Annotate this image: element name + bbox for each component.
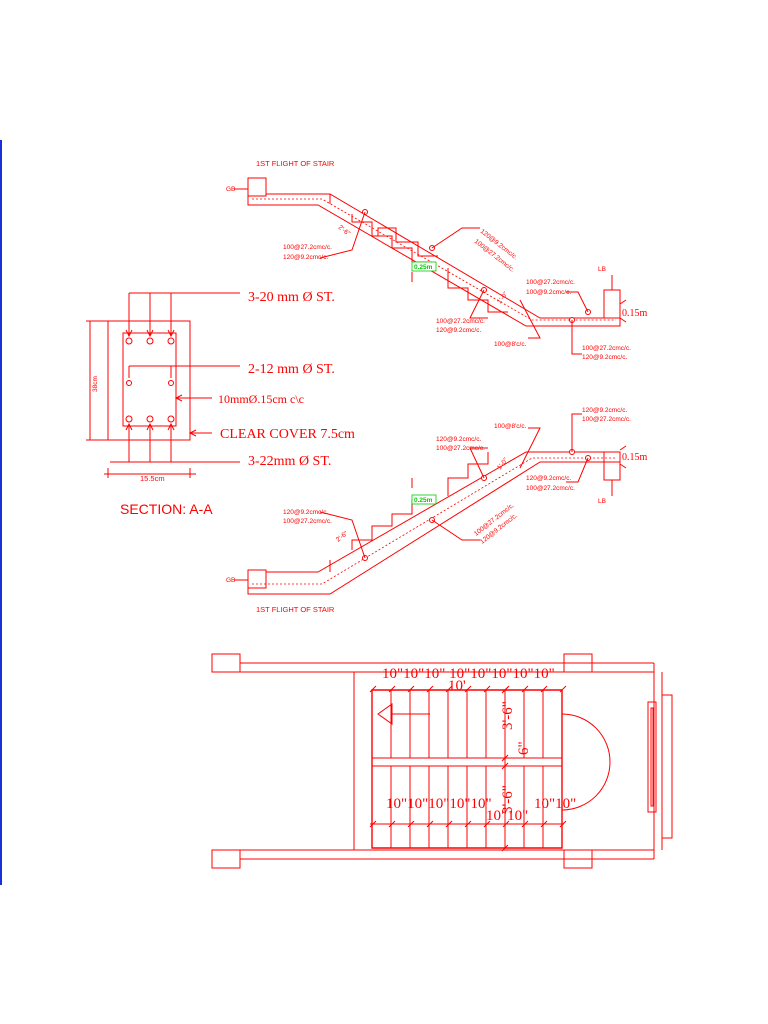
handrail: [371, 757, 563, 767]
top-bar-arrows: [125, 329, 175, 338]
svg-text:100@9.2cmc/c.: 100@9.2cmc/c.: [526, 289, 571, 296]
svg-text:120@9.2cmc/c.: 120@9.2cmc/c.: [582, 354, 627, 361]
svg-text:100@27.2cmc/c.: 100@27.2cmc/c.: [582, 416, 631, 423]
lb-label: LB: [598, 266, 606, 273]
lb-beam: [603, 451, 621, 481]
stair-plan: 10"10"10" 10"10"10"10"10" 10' 3'-6" 6" 3…: [211, 653, 673, 869]
side-bar: [168, 380, 174, 386]
top-bar: [167, 337, 175, 345]
svg-text:1'-0": 1'-0": [496, 290, 510, 305]
section-depth: 38cm: [92, 376, 99, 392]
svg-text:1'-0": 1'-0": [496, 456, 510, 471]
upper-width-dim: 3'-6": [500, 701, 516, 730]
gb-label: GB: [226, 186, 235, 193]
gap-dim: 6": [516, 741, 532, 755]
svg-text:2'-6": 2'-6": [337, 224, 352, 238]
depth-dimension: [86, 320, 108, 441]
landing-window: [647, 701, 657, 813]
bottom-bar: [146, 415, 154, 423]
svg-text:100@8'c/c.: 100@8'c/c.: [494, 341, 527, 348]
clear-cover-label: CLEAR COVER 7.5cm: [220, 427, 355, 442]
svg-text:120@9.2cmc/c.: 120@9.2cmc/c.: [582, 407, 627, 414]
upper-flight-section: 1ST FLIGHT OF STAIR GB LB 0.15m 0.25m 10…: [226, 159, 648, 361]
svg-text:100@27.2cmc/c.: 100@27.2cmc/c.: [436, 445, 485, 452]
level-tag: 0.25m: [414, 497, 433, 504]
direction-arrow: [377, 703, 393, 725]
bottom-bars-label: 3-22mm Ø ST.: [248, 454, 331, 469]
gb-label: GB: [226, 577, 235, 584]
bottom-bar: [167, 415, 175, 423]
top-bar: [146, 337, 154, 345]
svg-text:120@9.2cmc/c.: 120@9.2cmc/c.: [526, 475, 571, 482]
svg-text:100@27.2cmc/c.: 100@27.2cmc/c.: [526, 485, 575, 492]
upper-flight-bottom-line: [247, 196, 621, 327]
plan-beam: [211, 653, 241, 673]
steps: [329, 194, 432, 263]
svg-text:100@8'c/c.: 100@8'c/c.: [494, 423, 527, 430]
page-edge-line: [0, 140, 2, 885]
section-width: 15.5cm: [140, 474, 165, 483]
slab-thickness: 0.15m: [622, 452, 648, 463]
bottom-treads-right-dim: 10"10": [534, 796, 576, 812]
side-bar: [126, 380, 132, 386]
slab-thickness: 0.15m: [622, 308, 648, 319]
steps: [411, 268, 508, 313]
landing-arc: [561, 713, 611, 811]
lb-beam: [603, 289, 621, 319]
width-dimension: [104, 468, 196, 478]
plan-walls: [240, 662, 654, 860]
lower-flight-title: 1ST FLIGHT OF STAIR: [256, 605, 335, 614]
side-bar-leader: [128, 365, 240, 378]
svg-text:100@27.2cmc/c.: 100@27.2cmc/c.: [436, 318, 485, 325]
plan-beam: [211, 849, 241, 869]
upper-flight-title: 1ST FLIGHT OF STAIR: [256, 159, 335, 168]
top-treads-dim: 10"10"10" 10"10"10"10"10": [382, 666, 555, 682]
lower-flight-bottom-line: [247, 461, 620, 595]
bottom-bar-leader: [110, 424, 240, 463]
top-run-dim: 10': [448, 678, 466, 694]
bottom-bar: [125, 415, 133, 423]
svg-text:100@27.2cmc/c.: 100@27.2cmc/c.: [526, 279, 575, 286]
section-title: SECTION: A-A: [120, 501, 213, 517]
gb-beam: [247, 569, 267, 589]
svg-text:2'-6": 2'-6": [335, 530, 350, 544]
steps: [411, 452, 489, 496]
svg-text:120@9.2cmc/c.: 120@9.2cmc/c.: [283, 509, 328, 516]
svg-text:120@9.2cmc/c.: 120@9.2cmc/c.: [436, 436, 481, 443]
svg-text:100@27.2cmc/c.: 100@27.2cmc/c.: [283, 244, 332, 251]
stirrup-label: 10mmØ.15cm c\c: [218, 392, 304, 406]
section-a-a: 38cm 15.5cm 3-20 mm Ø ST. 2-12 mm Ø ST. …: [86, 290, 355, 517]
top-bars-label: 3-20 mm Ø ST.: [248, 290, 335, 305]
gb-beam: [247, 177, 267, 197]
top-bar: [125, 337, 133, 345]
bottom-treads-left-dim: 10"10"10"10"10": [386, 796, 492, 812]
svg-text:120@9.2cmc/c.: 120@9.2cmc/c.: [436, 327, 481, 334]
top-tick-marks: [369, 685, 567, 693]
svg-text:100@27.2cmc/c.: 100@27.2cmc/c.: [283, 518, 332, 525]
stirrup: [122, 332, 177, 427]
lb-label: LB: [598, 498, 606, 505]
top-bar-leader: [128, 292, 240, 336]
bottom-mid-dim: 10"10": [486, 808, 528, 824]
level-tag: 0.25m: [414, 264, 433, 271]
beam-outline: [107, 320, 191, 441]
lower-width-dim: 3'-6": [500, 785, 516, 814]
bottom-tick-marks: [369, 820, 567, 828]
svg-text:100@27.2cmc/c.: 100@27.2cmc/c.: [582, 345, 631, 352]
svg-text:120@9.2cmc/c.: 120@9.2cmc/c.: [283, 254, 328, 261]
side-bars-label: 2-12 mm Ø ST.: [248, 362, 335, 377]
